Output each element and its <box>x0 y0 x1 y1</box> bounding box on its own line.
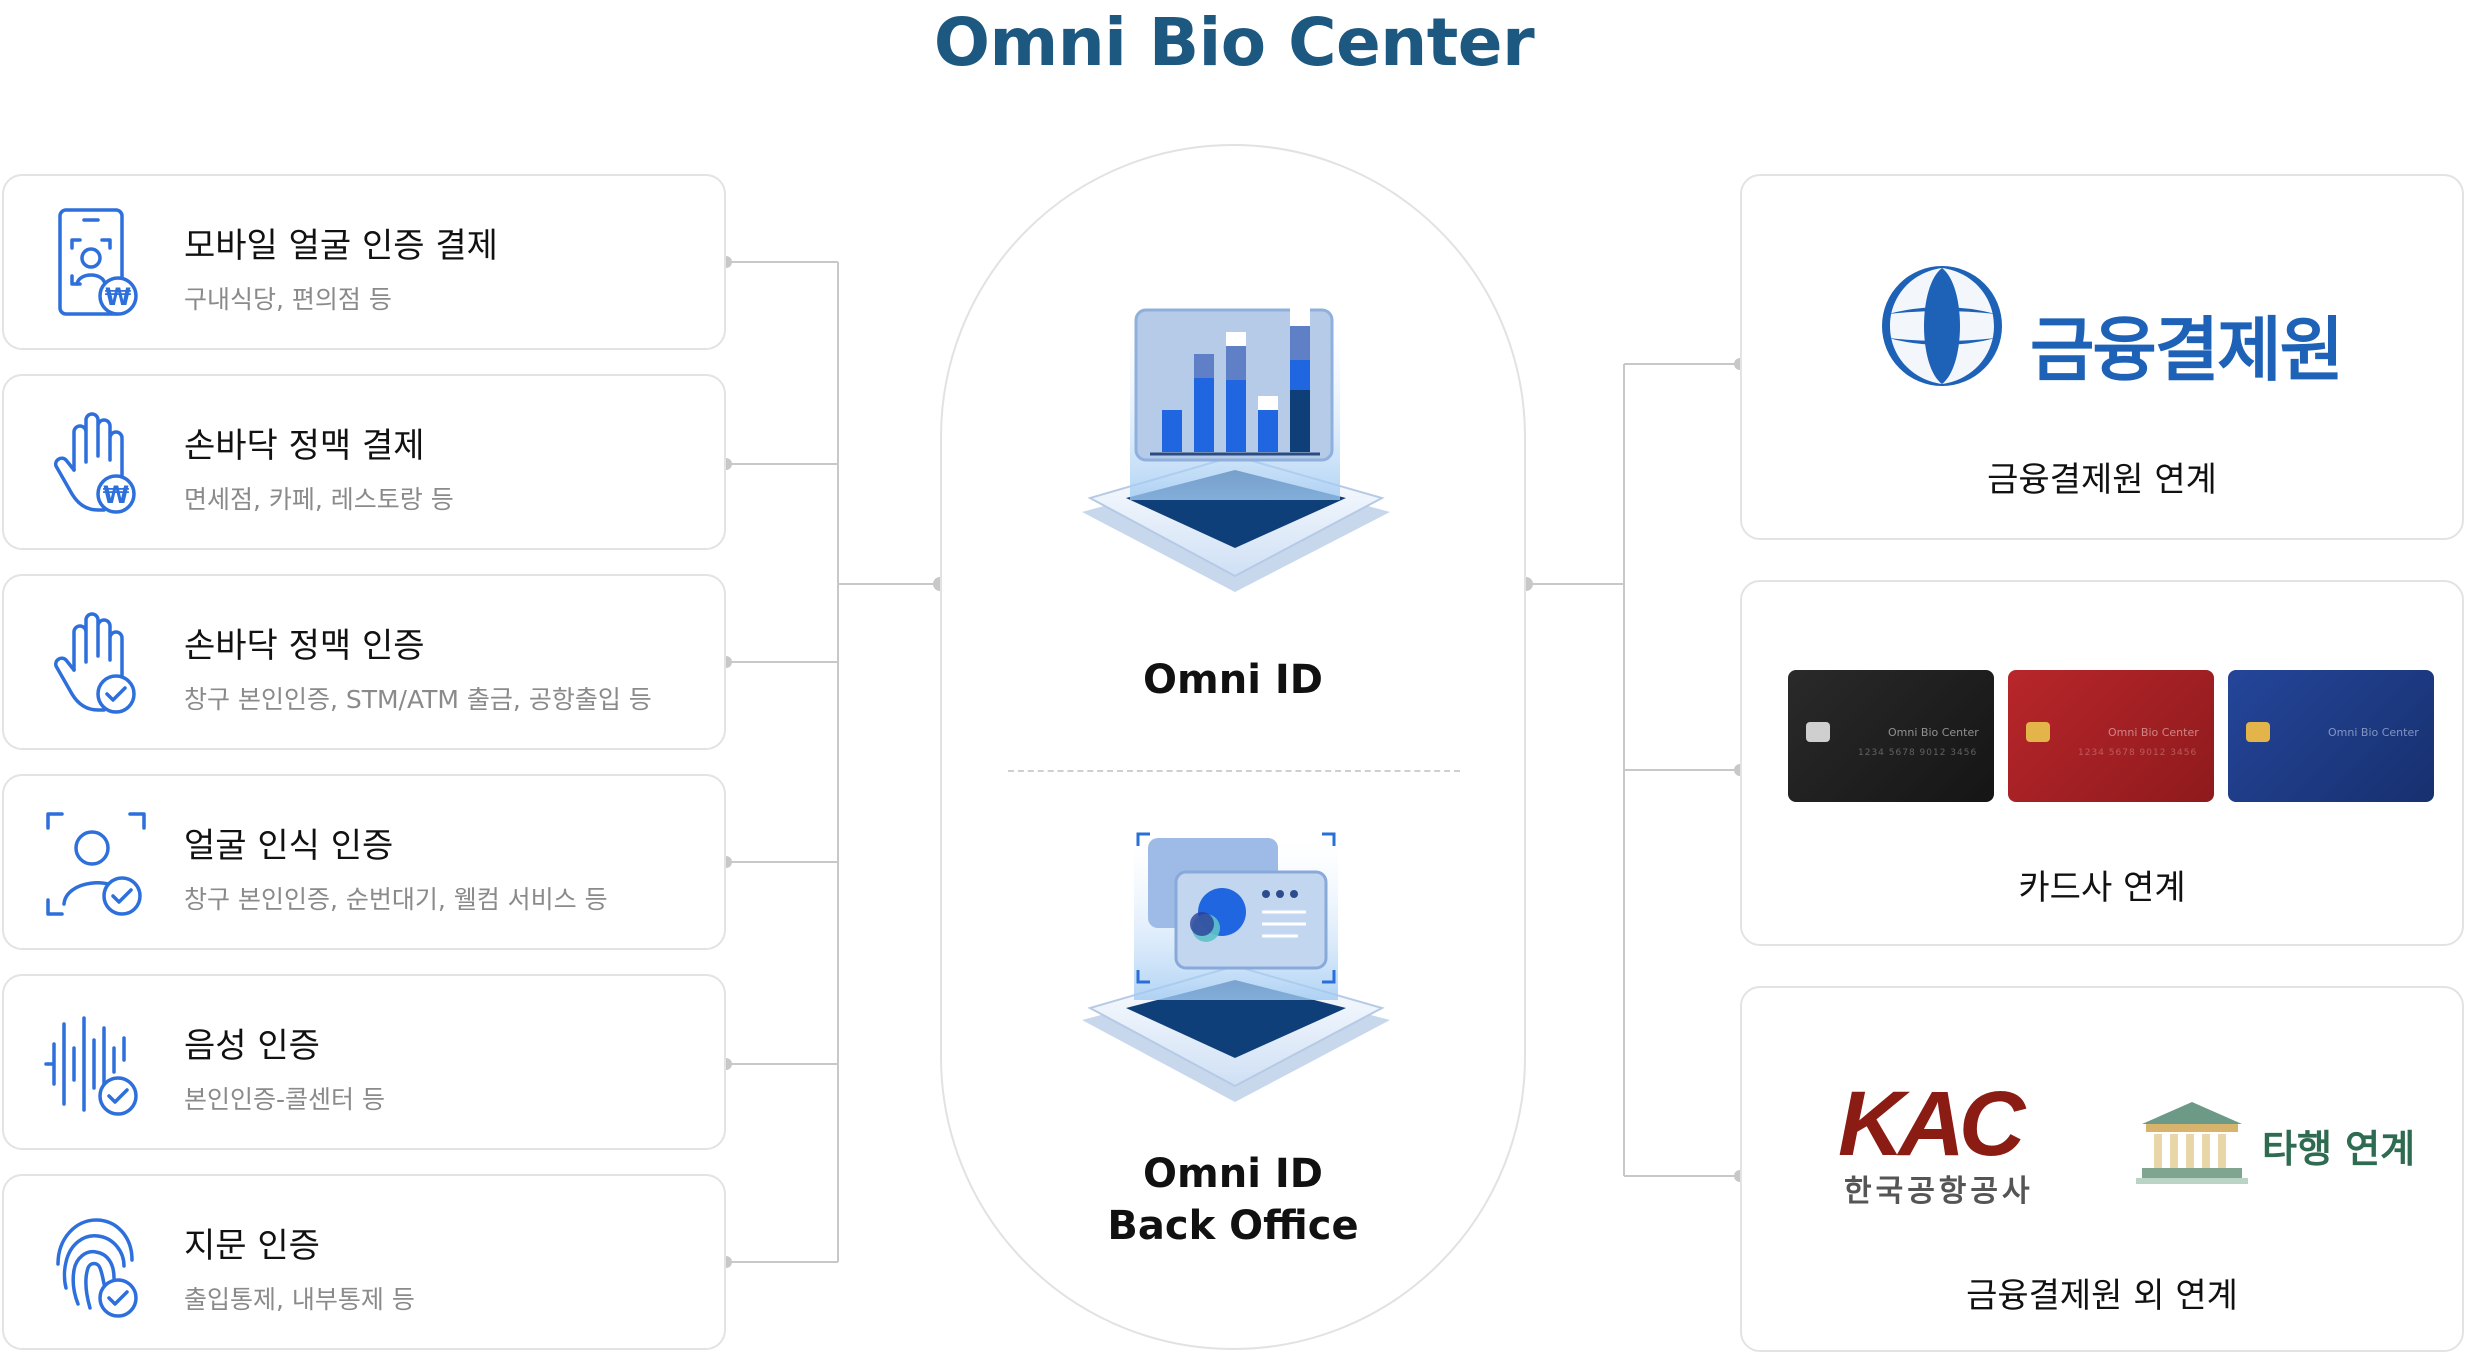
service-subtitle: 창구 본인인증, STM/ATM 출금, 공항출입 등 <box>184 685 652 714</box>
other-bank-logo: 타행 연계 <box>2132 1098 2432 1188</box>
kac-logo-name: 한국공항공사 <box>1844 1174 2034 1209</box>
service-title: 지문 인증 <box>184 1226 320 1266</box>
fingerprint-icon <box>56 1218 138 1318</box>
card-number-text: 1234 5678 9012 3456 <box>1858 748 1978 758</box>
card-chip-icon <box>2246 722 2270 742</box>
svg-text:₩: ₩ <box>103 481 130 509</box>
kfti-logo: 금융결제원 <box>1880 264 2344 391</box>
card-chip-icon <box>2026 722 2050 742</box>
service-title: 손바닥 정맥 결제 <box>184 426 425 466</box>
credit-card-black: Omni Bio Center 1234 5678 9012 3456 <box>1788 670 1994 802</box>
service-card-palm-auth: 손바닥 정맥 인증 창구 본인인증, STM/ATM 출금, 공항출입 등 <box>2 574 726 750</box>
service-title: 손바닥 정맥 인증 <box>184 626 425 666</box>
partner-card-cards: Omni Bio Center 1234 5678 9012 3456 Omni… <box>1740 580 2464 946</box>
credit-card-red: Omni Bio Center 1234 5678 9012 3456 <box>2008 670 2214 802</box>
center-divider <box>1008 770 1460 772</box>
kfti-logo-text: 금융결제원 <box>2030 309 2344 391</box>
kac-logo: KAC 한국공항공사 <box>1838 1073 2058 1209</box>
other-bank-text: 타행 연계 <box>2262 1127 2416 1171</box>
service-card-mobile-face-payment: ₩ 모바일 얼굴 인증 결제 구내식당, 편의점 등 <box>2 174 726 350</box>
service-subtitle: 출입통제, 내부통제 등 <box>184 1285 415 1314</box>
partner-card-kfti: 금융결제원 금융결제원 연계 <box>1740 174 2464 540</box>
card-chip-icon <box>1806 722 1830 742</box>
palm-auth-icon <box>53 612 136 714</box>
service-card-voice-auth: 음성 인증 본인인증-콜센터 등 <box>2 974 726 1150</box>
card-number-text: 1234 5678 9012 3456 <box>2078 748 2198 758</box>
back-office-illustration <box>1082 832 1390 1102</box>
service-subtitle: 면세점, 카페, 레스토랑 등 <box>184 485 454 514</box>
kfti-emblem-icon <box>1882 266 2002 386</box>
palm-payment-icon: ₩ <box>53 412 136 514</box>
service-subtitle: 구내식당, 편의점 등 <box>184 285 392 314</box>
service-subtitle: 창구 본인인증, 순번대기, 웰컴 서비스 등 <box>184 885 608 914</box>
kac-logo-letters: KAC <box>1838 1073 2025 1175</box>
service-title: 얼굴 인식 인증 <box>184 826 394 866</box>
service-card-face-recognition: 얼굴 인식 인증 창구 본인인증, 순번대기, 웰컴 서비스 등 <box>2 774 726 950</box>
voice-auth-icon <box>44 1016 138 1116</box>
face-recognition-icon <box>46 812 146 916</box>
partner-card-others: KAC 한국공항공사 타행 연계 금융결제원 외 연계 <box>1740 986 2464 1352</box>
card-brand-text: Omni Bio Center <box>1888 726 1979 739</box>
bank-building-icon <box>2136 1102 2248 1184</box>
card-brand-text: Omni Bio Center <box>2328 726 2419 739</box>
omni-id-back-office-label-line2: Back Office <box>1107 1203 1359 1249</box>
omni-id-label: Omni ID <box>1143 657 1323 703</box>
others-label: 금융결제원 외 연계 <box>1966 1276 2238 1316</box>
kfti-label: 금융결제원 연계 <box>1987 460 2217 500</box>
cards-label: 카드사 연계 <box>2018 868 2186 908</box>
dashboard-chart-illustration <box>1082 286 1390 592</box>
service-title: 모바일 얼굴 인증 결제 <box>184 226 498 266</box>
mobile-face-payment-icon: ₩ <box>58 208 138 316</box>
credit-card-navy: Omni Bio Center <box>2228 670 2434 802</box>
service-subtitle: 본인인증-콜센터 등 <box>184 1085 385 1114</box>
service-card-fingerprint: 지문 인증 출입통제, 내부통제 등 <box>2 1174 726 1350</box>
card-brand-text: Omni Bio Center <box>2108 726 2199 739</box>
omni-id-back-office-label-line1: Omni ID <box>1143 1151 1323 1197</box>
service-card-palm-payment: ₩ 손바닥 정맥 결제 면세점, 카페, 레스토랑 등 <box>2 374 726 550</box>
page-title: Omni Bio Center <box>933 4 1535 81</box>
service-title: 음성 인증 <box>184 1026 320 1066</box>
svg-text:₩: ₩ <box>105 283 132 311</box>
